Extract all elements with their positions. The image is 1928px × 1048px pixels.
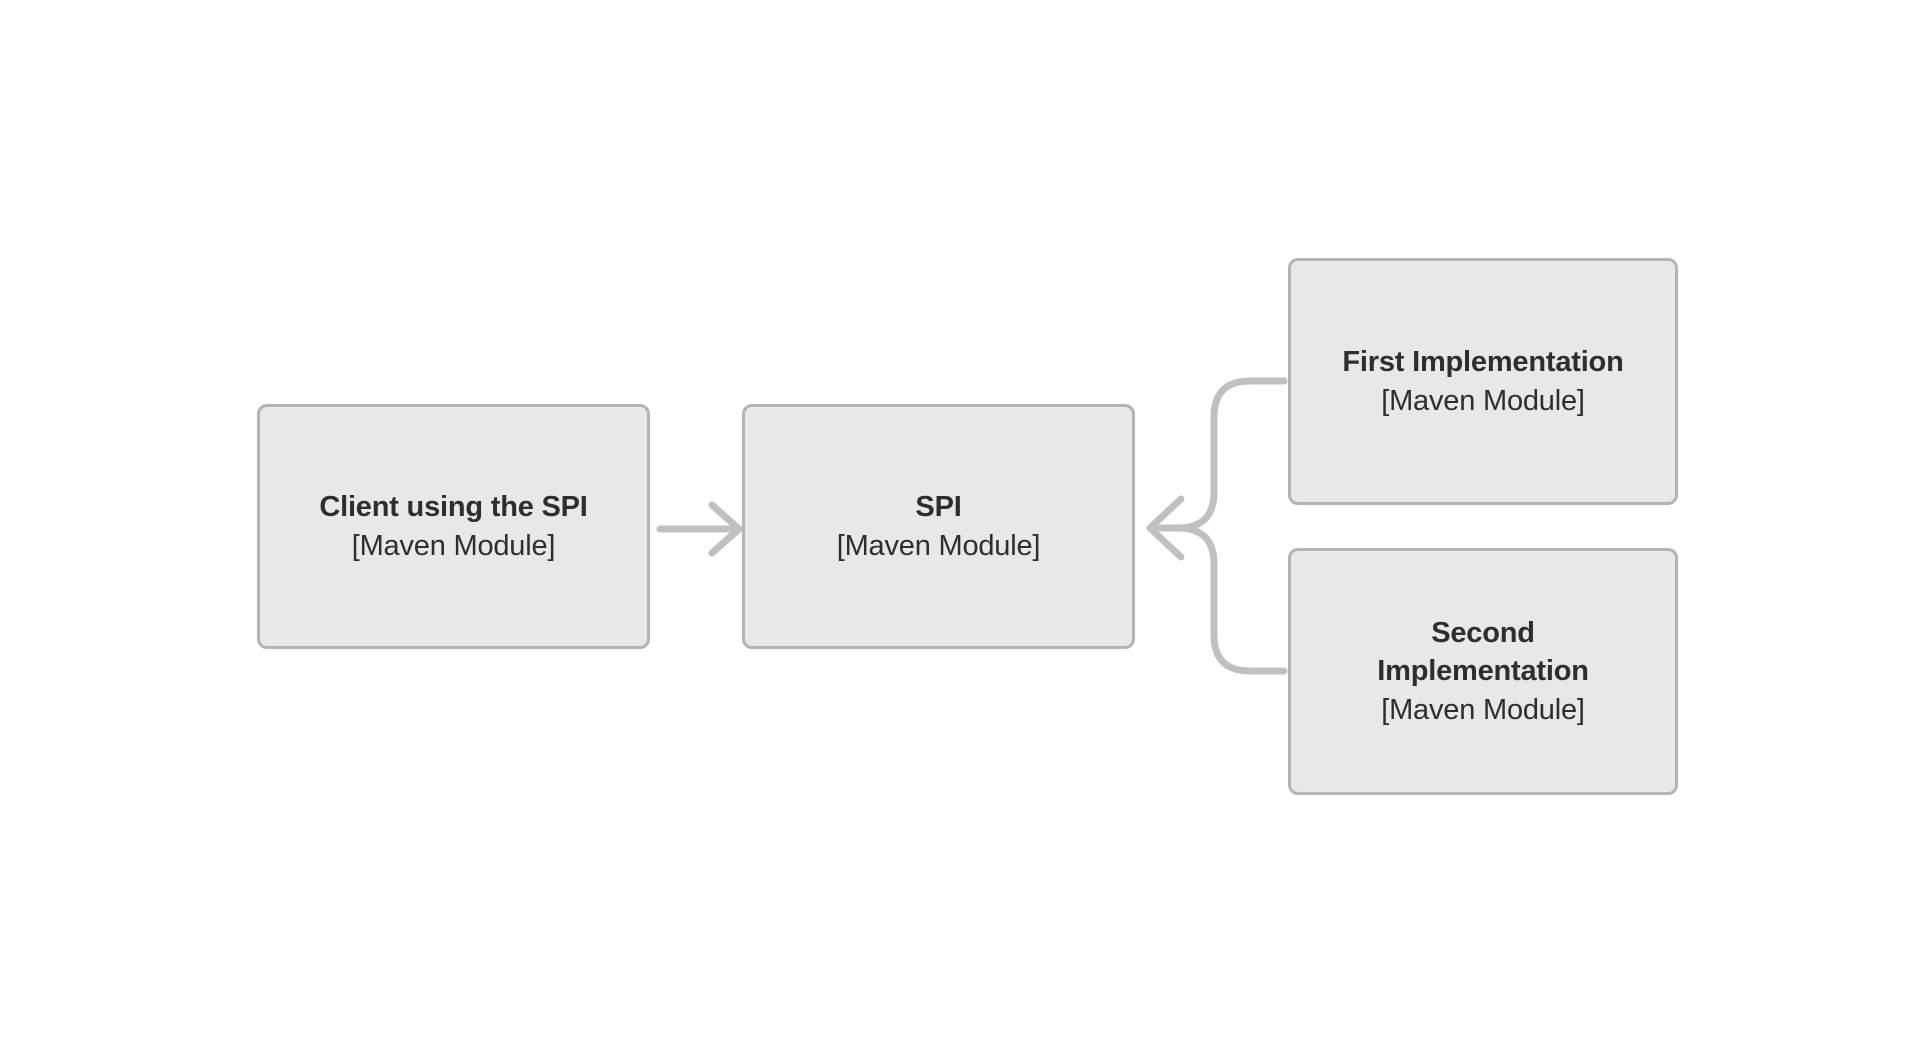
- connector-second-impl-to-spi: [1152, 524, 1288, 675]
- node-first-implementation[interactable]: First Implementation [Maven Module]: [1288, 258, 1678, 505]
- node-second-implementation-subtitle: [Maven Module]: [1381, 693, 1585, 726]
- node-second-implementation-title-line1: Second: [1431, 617, 1535, 650]
- node-client-title: Client using the SPI: [319, 491, 588, 524]
- arrowhead-left-icon: [1146, 495, 1185, 561]
- node-client-using-the-spi[interactable]: Client using the SPI [Maven Module]: [257, 404, 650, 649]
- connector-client-to-spi: [656, 501, 743, 557]
- arrow-curve-lower: [1152, 524, 1288, 675]
- node-spi[interactable]: SPI [Maven Module]: [742, 404, 1135, 649]
- arrow-curve-upper: [1152, 377, 1288, 532]
- node-first-implementation-title: First Implementation: [1342, 346, 1624, 379]
- node-first-implementation-subtitle: [Maven Module]: [1381, 384, 1585, 417]
- arrowhead-right-icon: [708, 501, 743, 557]
- node-client-subtitle: [Maven Module]: [351, 529, 556, 562]
- node-spi-title: SPI: [915, 491, 962, 524]
- connector-first-impl-to-spi: [1152, 377, 1288, 532]
- node-second-implementation-title-line2: Implementation: [1377, 655, 1589, 688]
- node-spi-subtitle: [Maven Module]: [836, 529, 1041, 562]
- node-second-implementation[interactable]: Second Implementation [Maven Module]: [1288, 548, 1678, 795]
